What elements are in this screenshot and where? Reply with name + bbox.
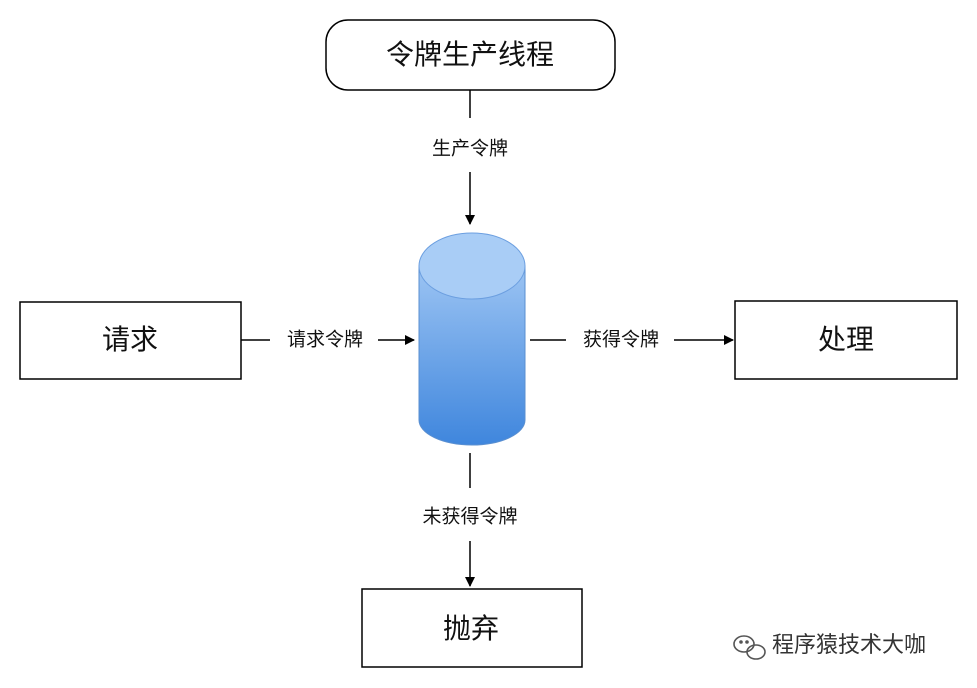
producer-label: 令牌生产线程 (386, 38, 554, 71)
discard-node: 抛弃 (361, 588, 583, 668)
handle-node: 处理 (734, 300, 958, 380)
wechat-icon (733, 635, 766, 660)
watermark-text: 程序猿技术大咖 (772, 633, 926, 658)
no-token-edge-label: 未获得令牌 (422, 506, 517, 528)
produce-edge-label: 生产令牌 (432, 138, 508, 160)
handle-label: 处理 (818, 323, 874, 356)
token-bucket (418, 232, 526, 446)
request-label: 请求 (102, 323, 158, 356)
discard-label: 抛弃 (443, 612, 499, 645)
token-bucket-top (418, 232, 526, 300)
got-token-edge: 获得令牌 (530, 329, 734, 351)
request-token-edge-label: 请求令牌 (287, 329, 363, 351)
got-token-edge-label: 获得令牌 (583, 329, 659, 351)
watermark: 程序猿技术大咖 (733, 633, 926, 660)
request-token-edge: 请求令牌 (241, 329, 415, 351)
no-token-edge: 未获得令牌 (422, 453, 518, 587)
producer-node: 令牌生产线程 (325, 19, 616, 91)
request-node: 请求 (19, 301, 242, 380)
produce-edge: 生产令牌 (432, 90, 508, 225)
